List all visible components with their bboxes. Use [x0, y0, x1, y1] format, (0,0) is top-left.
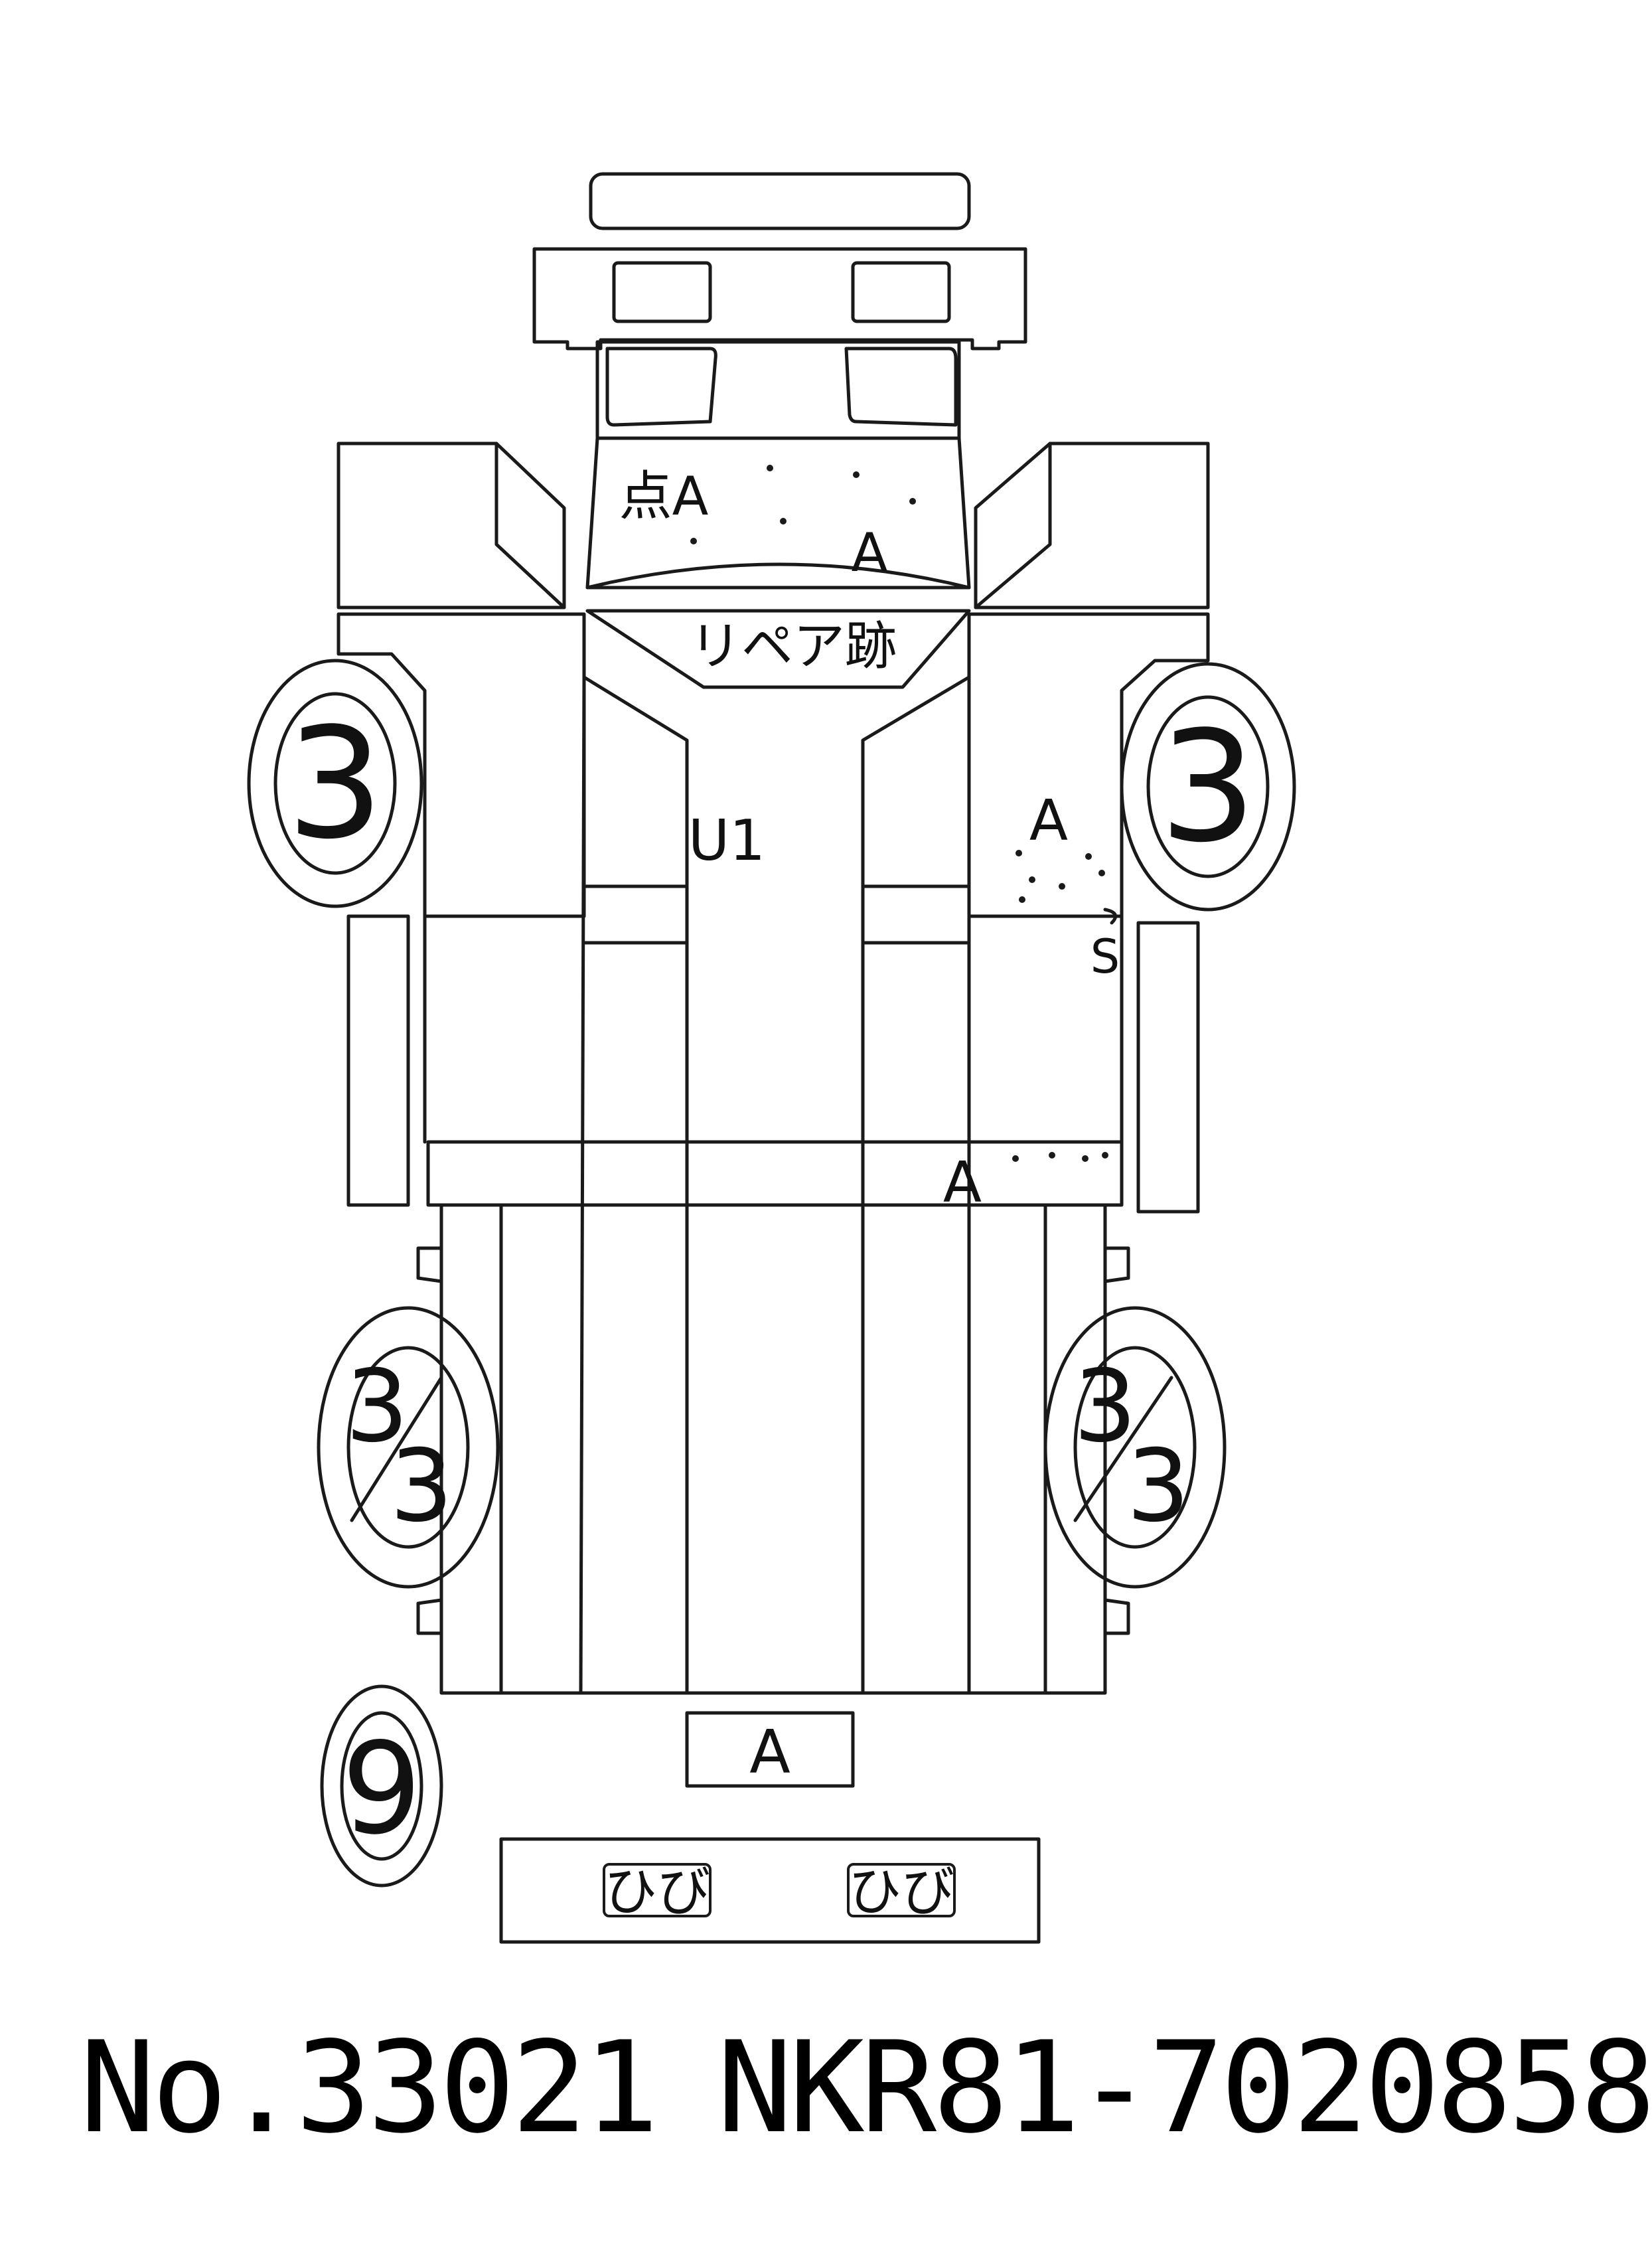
windshield-right-pane	[844, 347, 958, 427]
rear-left-tire-outer	[317, 1306, 500, 1589]
door-dot	[1015, 850, 1022, 856]
door-dot	[1098, 870, 1105, 876]
right-side-step	[1136, 921, 1200, 1214]
left-door-panel	[337, 612, 586, 918]
hood-dot	[767, 465, 773, 471]
front-right-tire-outer	[1120, 662, 1296, 912]
rear-bumper	[499, 1837, 1041, 1944]
cab-mark: U1	[688, 808, 765, 874]
roof-panel	[585, 609, 971, 689]
front-left-tire-outer	[247, 659, 423, 908]
rear-right-tire-bottom: 3	[1126, 1429, 1189, 1544]
crossbar-dot	[1012, 1155, 1019, 1162]
hood-mark: 点A	[619, 465, 709, 527]
rear-left-tire-inner	[346, 1346, 470, 1549]
truck-diagram: 3 3 3 3 3 3 9 A ひび ひび 点A A リペア跡 U1 A S A	[247, 172, 1296, 1944]
spare-tire-value: 9	[342, 1716, 422, 1862]
front-right-tire-inner	[1146, 695, 1270, 878]
left-mudguard-top	[416, 1246, 443, 1283]
rear-right-tire-slash	[1073, 1376, 1173, 1522]
spare-tire-inner	[340, 1711, 423, 1861]
front-bumper-bar	[589, 172, 971, 230]
crossbar-dot	[1082, 1155, 1089, 1162]
rear-bumper-light-left	[603, 1863, 712, 1917]
crossbar-dot	[1102, 1152, 1108, 1159]
tailgate-panel	[685, 1711, 855, 1788]
right-step-mark: S	[1090, 929, 1120, 984]
door-dot	[1059, 883, 1065, 890]
left-side-step	[346, 914, 410, 1207]
right-fender-crease	[974, 442, 1052, 609]
inspection-sheet: 3 3 3 3 3 3 9 A ひび ひび 点A A リペア跡 U1 A S A…	[80, 172, 1652, 2161]
hood-dot	[909, 498, 916, 505]
rear-left-tire-slash	[350, 1376, 443, 1522]
right-mudguard-top	[1103, 1246, 1130, 1283]
hood-curve	[585, 562, 971, 590]
right-front-fender	[974, 442, 1210, 609]
spare-tire-outer	[320, 1684, 443, 1888]
crossbar-dot	[1049, 1152, 1055, 1159]
headlight-left	[612, 261, 712, 323]
right-door-mark: A	[1029, 788, 1068, 854]
bumper-mark-left: ひび	[604, 1861, 710, 1923]
rear-bumper-light-right	[847, 1863, 956, 1917]
rear-crossbar	[426, 1140, 1124, 1207]
left-fender-crease	[494, 442, 566, 609]
cab-left-column	[579, 675, 689, 1695]
hood-dot	[780, 518, 787, 524]
left-front-fender	[337, 442, 566, 609]
rear-right-tire-outer	[1043, 1306, 1227, 1589]
bumper-mark-right: ひび	[848, 1861, 954, 1923]
hood-dot	[690, 538, 697, 544]
right-mudguard-bottom	[1103, 1598, 1130, 1635]
left-body-wall	[423, 914, 586, 1144]
rear-left-tire-bottom: 3	[390, 1429, 453, 1544]
rear-right-tire-inner	[1073, 1346, 1197, 1549]
front-left-tire-inner	[273, 692, 397, 875]
roof-mark: リペア跡	[690, 617, 897, 677]
headlight-right	[851, 261, 951, 323]
door-dot	[1029, 876, 1035, 883]
cargo-bed	[439, 1203, 1107, 1695]
left-mudguard-bottom	[416, 1598, 443, 1635]
door-dot	[1085, 853, 1092, 860]
front-left-tire-value: 3	[287, 696, 384, 873]
right-body-wall	[967, 914, 1124, 1144]
step-arrow	[1103, 908, 1118, 925]
windshield-mark: A	[852, 522, 888, 584]
lot-number: No.33021	[80, 2014, 659, 2161]
hood-dot	[853, 471, 860, 478]
front-grille-panel	[532, 247, 1027, 351]
windshield-left-pane	[605, 347, 717, 427]
door-dot	[1019, 896, 1025, 903]
chassis-number: NKR81-7020858	[717, 2014, 1652, 2161]
front-right-tire-value: 3	[1160, 699, 1256, 876]
rear-cross-mark: A	[943, 1150, 982, 1216]
tailgate-mark: A	[749, 1718, 790, 1787]
